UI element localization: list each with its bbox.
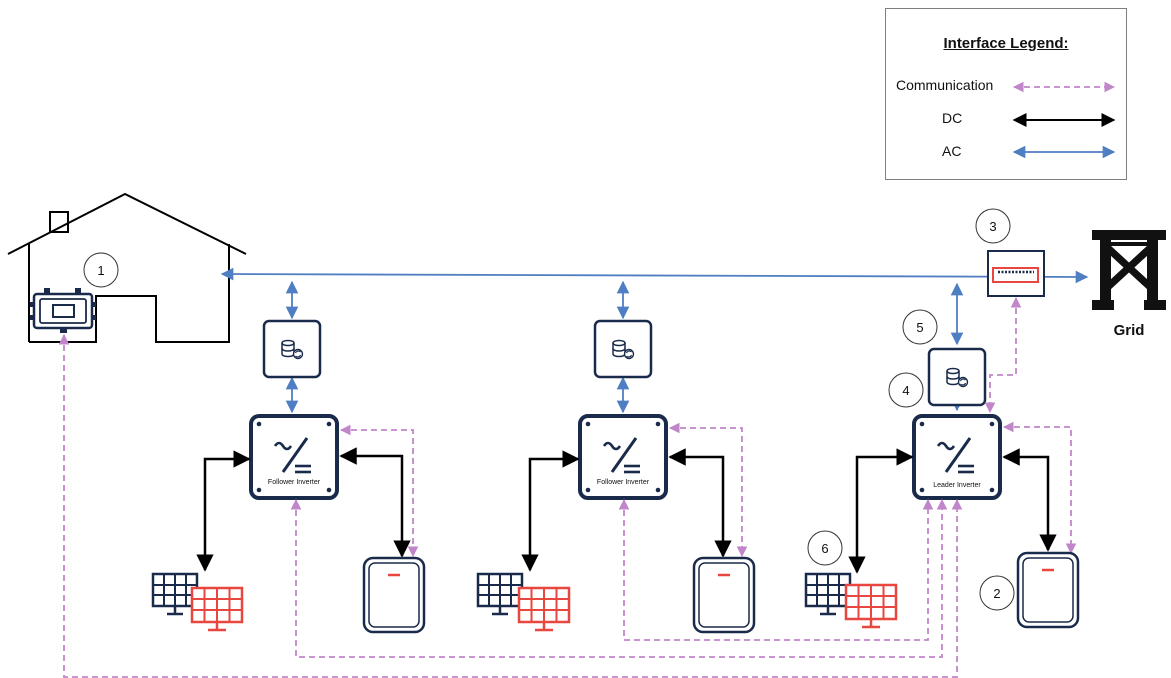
svg-text:2: 2 (993, 586, 1000, 601)
svg-text:5: 5 (916, 320, 923, 335)
inverter-3-label: Leader Inverter (933, 482, 981, 489)
solar-array-1 (151, 572, 244, 632)
marker-2: 2 (979, 575, 1015, 611)
svg-text:6: 6 (821, 541, 828, 556)
meter-2 (593, 319, 653, 379)
legend-label-ac: AC (942, 143, 962, 159)
legend-label-dc: DC (942, 110, 963, 126)
battery-1 (362, 556, 426, 634)
svg-text:1: 1 (97, 263, 104, 278)
svg-text:3: 3 (989, 219, 996, 234)
solar-array-2 (476, 572, 571, 632)
inverter-1-label: Follower Inverter (268, 479, 321, 486)
solar-array-3 (804, 572, 898, 629)
battery-2 (692, 556, 756, 634)
inverter-2-label: Follower Inverter (597, 479, 650, 486)
marker-4: 4 (888, 372, 924, 408)
marker-6: 6 (807, 530, 843, 566)
gateway-device (30, 288, 96, 333)
inverter-2: Follower Inverter (578, 414, 668, 500)
ac-bus-line (220, 267, 1089, 284)
grid-tower-icon (1092, 230, 1166, 310)
inverter-3: Leader Inverter (912, 414, 1002, 500)
marker-5: 5 (902, 309, 938, 345)
meter-1 (262, 319, 322, 379)
grid-meter (987, 250, 1045, 297)
interface-legend: Interface Legend: Communication DC AC (885, 8, 1127, 180)
comm-connections (58, 296, 1077, 678)
legend-title: Interface Legend: (943, 35, 1069, 52)
battery-3 (1016, 551, 1080, 629)
marker-3: 3 (975, 208, 1011, 244)
marker-1: 1 (83, 252, 119, 288)
legend-swatches (1012, 81, 1116, 159)
grid-label: Grid (1114, 322, 1145, 339)
inverter-1: Follower Inverter (249, 414, 339, 500)
meter-3 (927, 347, 987, 407)
legend-label-communication: Communication (896, 77, 994, 93)
svg-text:4: 4 (902, 383, 909, 398)
